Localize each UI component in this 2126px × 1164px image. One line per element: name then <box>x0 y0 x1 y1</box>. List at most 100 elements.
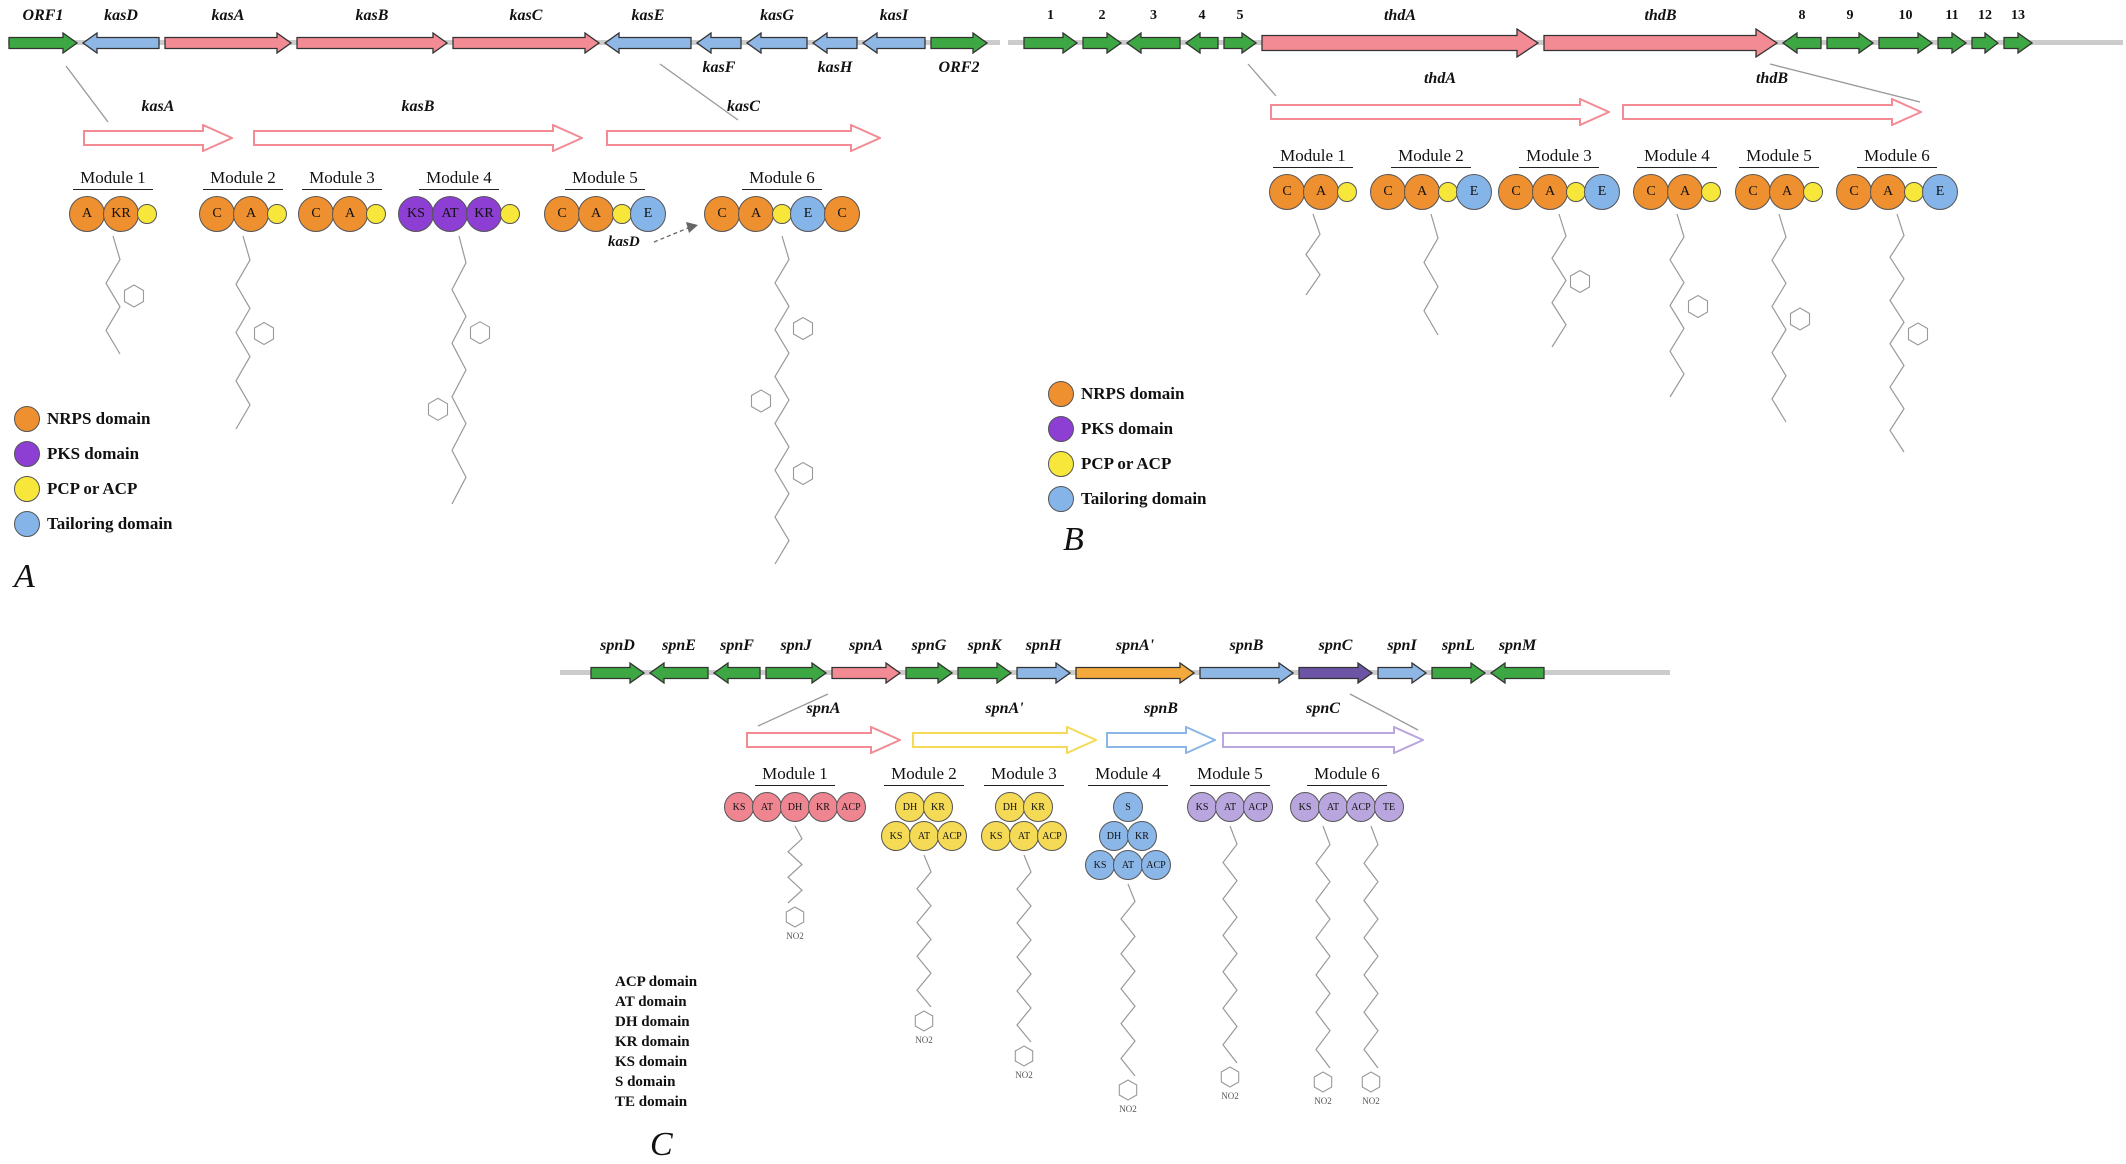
module-label: Module 4 <box>419 168 499 190</box>
gene-arrow <box>1490 662 1545 684</box>
legend-item: PKS domain <box>14 441 173 467</box>
module-label: Module 5 <box>1190 764 1270 786</box>
gene-arrow-wrap <box>8 28 78 58</box>
gene-label: spnB <box>1229 637 1264 654</box>
gene-arrow <box>296 32 448 54</box>
gene-label: spnI <box>1387 637 1417 654</box>
legend-item: AT domain <box>615 994 687 1010</box>
gene-label: spnM <box>1498 637 1537 654</box>
gene-arrow <box>1782 32 1822 54</box>
gene-arrow <box>1261 28 1539 58</box>
panel-letter: A <box>14 558 35 595</box>
gene-label: thdA <box>1383 7 1416 24</box>
gene-arrow <box>164 32 292 54</box>
gene-arrow-wrap <box>604 28 692 58</box>
domain-circle: A <box>738 196 774 232</box>
gene-arrow <box>604 32 692 54</box>
gene-arrow <box>590 662 645 684</box>
gene: 8 <box>1782 6 1822 80</box>
gene-label: spnF <box>720 637 754 654</box>
gene-label: 9 <box>1846 8 1854 23</box>
legend-swatch <box>14 406 40 432</box>
legend-label: PKS domain <box>1081 419 1174 438</box>
no2-label: NO2 <box>1119 1104 1137 1114</box>
gene-arrow <box>746 32 808 54</box>
gene-arrow-wrap <box>1016 658 1071 688</box>
gene: ORF1 <box>8 6 78 80</box>
annotation-kasd: kasD <box>608 234 640 250</box>
legend-swatch <box>1048 381 1074 407</box>
gene-arrow-wrap <box>1075 658 1195 688</box>
gene: 1 <box>1023 6 1078 80</box>
annotation-arrow <box>653 222 698 243</box>
domain-circle: AT <box>1113 850 1143 880</box>
gene-arrow <box>1826 32 1874 54</box>
orf-label: kasB <box>401 98 435 115</box>
orf-label: thdA <box>1423 70 1456 87</box>
orf-label: kasC <box>727 98 760 115</box>
legend-swatch <box>14 441 40 467</box>
module-label: Module 1 <box>755 764 835 786</box>
gene-arrow-wrap <box>812 28 858 58</box>
module-label: Module 2 <box>884 764 964 786</box>
legend-label: Tailoring domain <box>47 514 173 533</box>
legend-label: PCP or ACP <box>47 479 138 498</box>
domain-circle <box>366 204 386 224</box>
gene: ORF2 <box>930 6 988 80</box>
legend-item: PCP or ACP <box>1048 451 1207 477</box>
gene-arrow-wrap <box>2003 28 2033 58</box>
module-label: Module 2 <box>1391 146 1471 168</box>
gene: 10 <box>1878 6 1933 80</box>
domain-circle: C <box>199 196 235 232</box>
chemical-structure <box>427 235 491 505</box>
no2-label: NO2 <box>786 931 804 941</box>
gene-arrow <box>1223 32 1257 54</box>
domain-circle: DH <box>995 792 1025 822</box>
chemical-structure: NO2 <box>914 854 934 1045</box>
module-label: Module 5 <box>565 168 645 190</box>
domain-circle: AT <box>1215 792 1245 822</box>
domain-circle: AT <box>752 792 782 822</box>
legend-item: DH domain <box>615 1014 690 1030</box>
domain-circle: KR <box>1127 821 1157 851</box>
gene-arrow <box>831 662 901 684</box>
domain-circle: A <box>1404 174 1440 210</box>
gene-arrow <box>713 662 761 684</box>
orf-arrow-shape <box>606 123 883 153</box>
gene-arrow <box>1937 32 1967 54</box>
orf-label: thdB <box>1755 70 1788 87</box>
chemical-structure <box>1551 213 1591 348</box>
gene-label: kasC <box>509 7 543 24</box>
legend-item: NRPS domain <box>14 406 173 432</box>
gene-arrow-wrap <box>746 28 808 58</box>
gene-arrow-wrap <box>1023 28 1078 58</box>
domain-circle: C <box>1633 174 1669 210</box>
gene: 12 <box>1971 6 1999 80</box>
domain-circle: E <box>1584 174 1620 210</box>
domain-circle: DH <box>780 792 810 822</box>
gene-arrow <box>905 662 953 684</box>
orf-arrow-shape <box>912 725 1099 755</box>
gene-arrow <box>1878 32 1933 54</box>
domain-circle <box>1337 182 1357 202</box>
domain-circle: KS <box>1187 792 1217 822</box>
gene-arrow <box>452 32 600 54</box>
orf-arrow-shape <box>746 725 903 755</box>
